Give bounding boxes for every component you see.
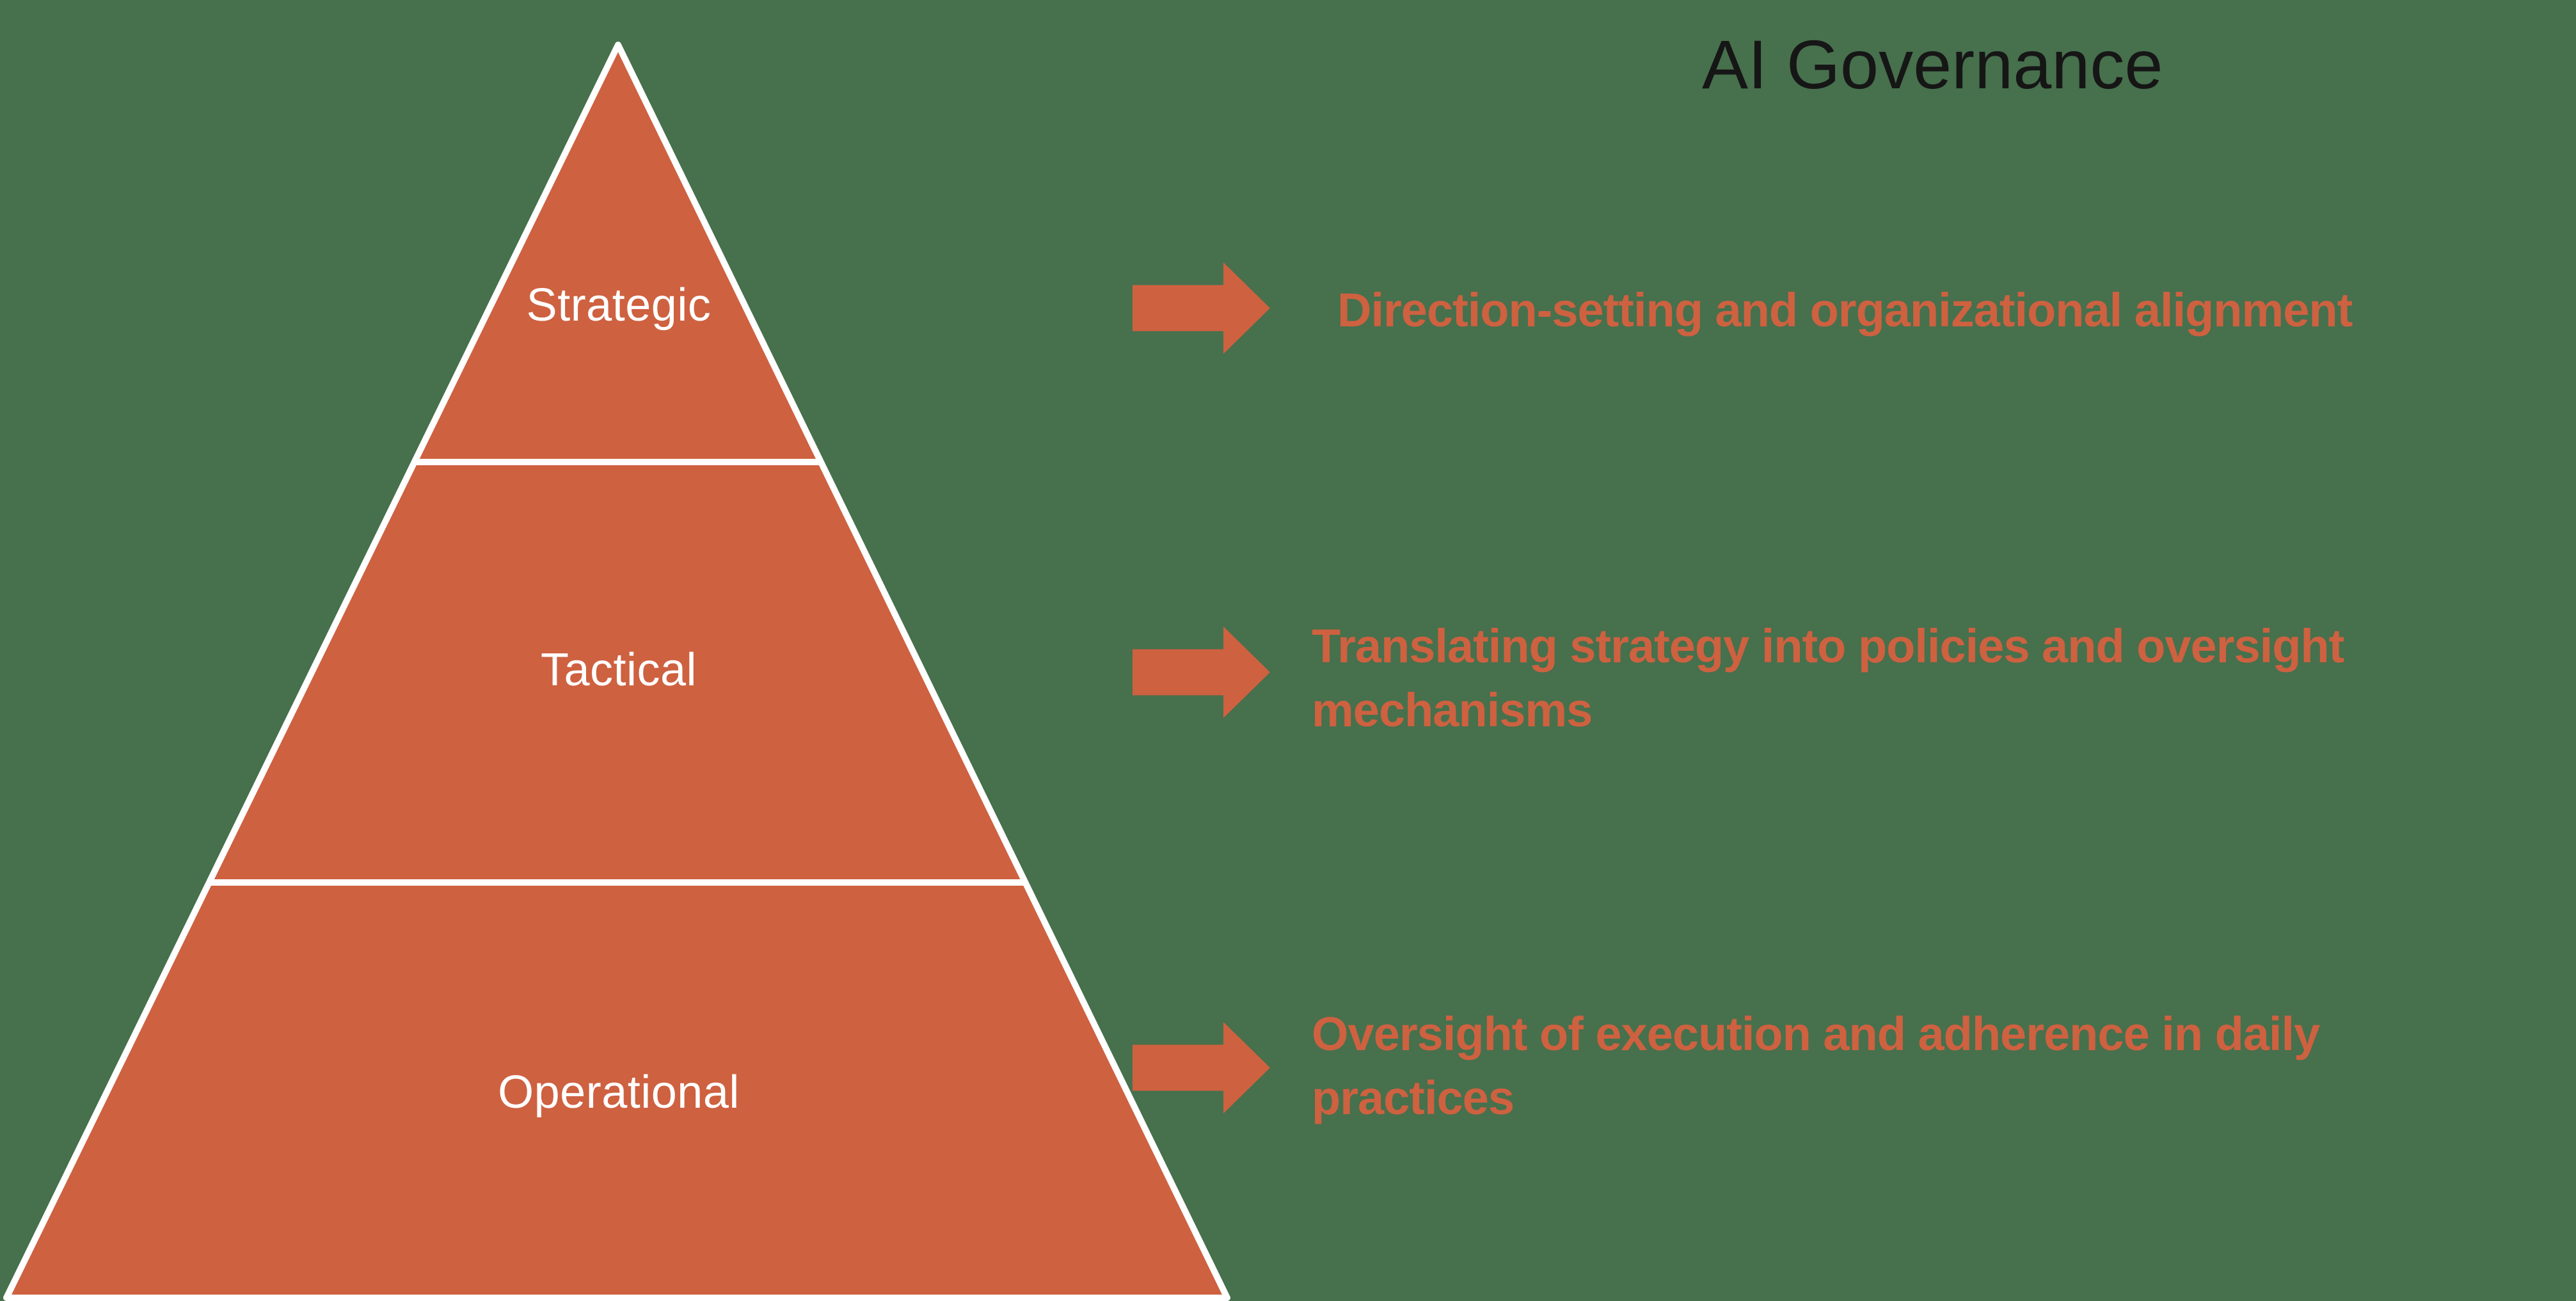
pyramid-level-operational: Operational	[498, 1067, 740, 1118]
arrow-right-icon	[1133, 262, 1270, 354]
pyramid-level-strategic: Strategic	[526, 280, 712, 331]
pyramid-shape	[3, 42, 1230, 1301]
description-line: mechanisms	[1312, 683, 1593, 737]
arrow-right-icon	[1133, 627, 1270, 718]
level-description-strategic: Direction-setting and organizational ali…	[1337, 278, 2353, 342]
description-line: Direction-setting and organizational ali…	[1337, 283, 2353, 337]
level-description-operational: Oversight of execution and adherence in …	[1312, 1002, 2320, 1130]
description-line: Translating strategy into policies and o…	[1312, 619, 2344, 673]
arrow-right-icon	[1133, 1022, 1270, 1113]
page-title: AI Governance	[1702, 26, 2163, 103]
pyramid-level-tactical: Tactical	[540, 644, 697, 696]
description-line: practices	[1312, 1071, 1515, 1124]
description-line: Oversight of execution and adherence in …	[1312, 1007, 2320, 1060]
level-description-tactical: Translating strategy into policies and o…	[1312, 614, 2344, 742]
